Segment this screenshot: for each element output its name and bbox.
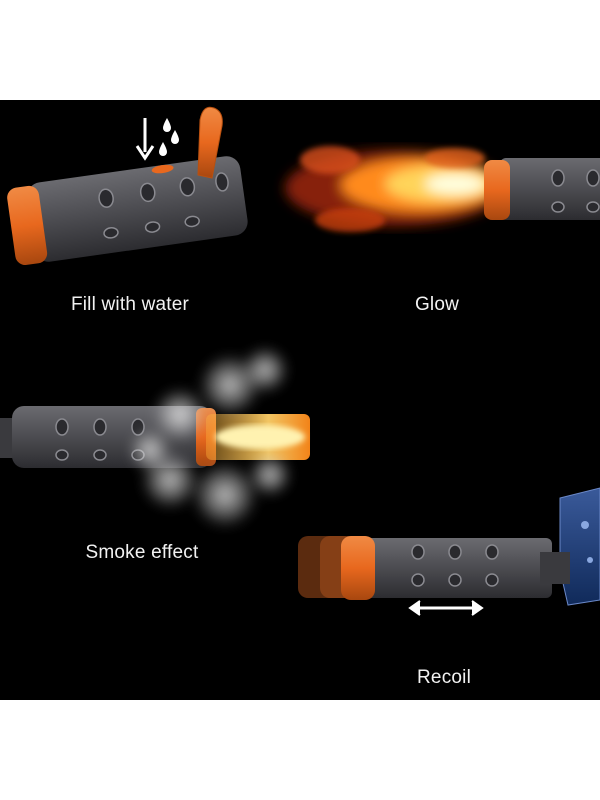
water-drops-icon (159, 118, 179, 156)
smoke-effect-illustration (0, 346, 310, 529)
caption-glow: Glow (414, 294, 460, 315)
glow-illustration (285, 146, 600, 232)
caption-recoil: Recoil (417, 667, 471, 688)
recoil-illustration (298, 487, 600, 616)
fill-with-water-illustration (7, 106, 248, 266)
product-feature-panel: Fill with water Glow Smoke effect Recoil (0, 100, 600, 700)
double-arrow-icon (408, 600, 484, 616)
caption-fill-with-water: Fill with water (70, 294, 190, 315)
caption-smoke-effect: Smoke effect (85, 542, 199, 563)
down-arrow-icon (135, 118, 155, 161)
